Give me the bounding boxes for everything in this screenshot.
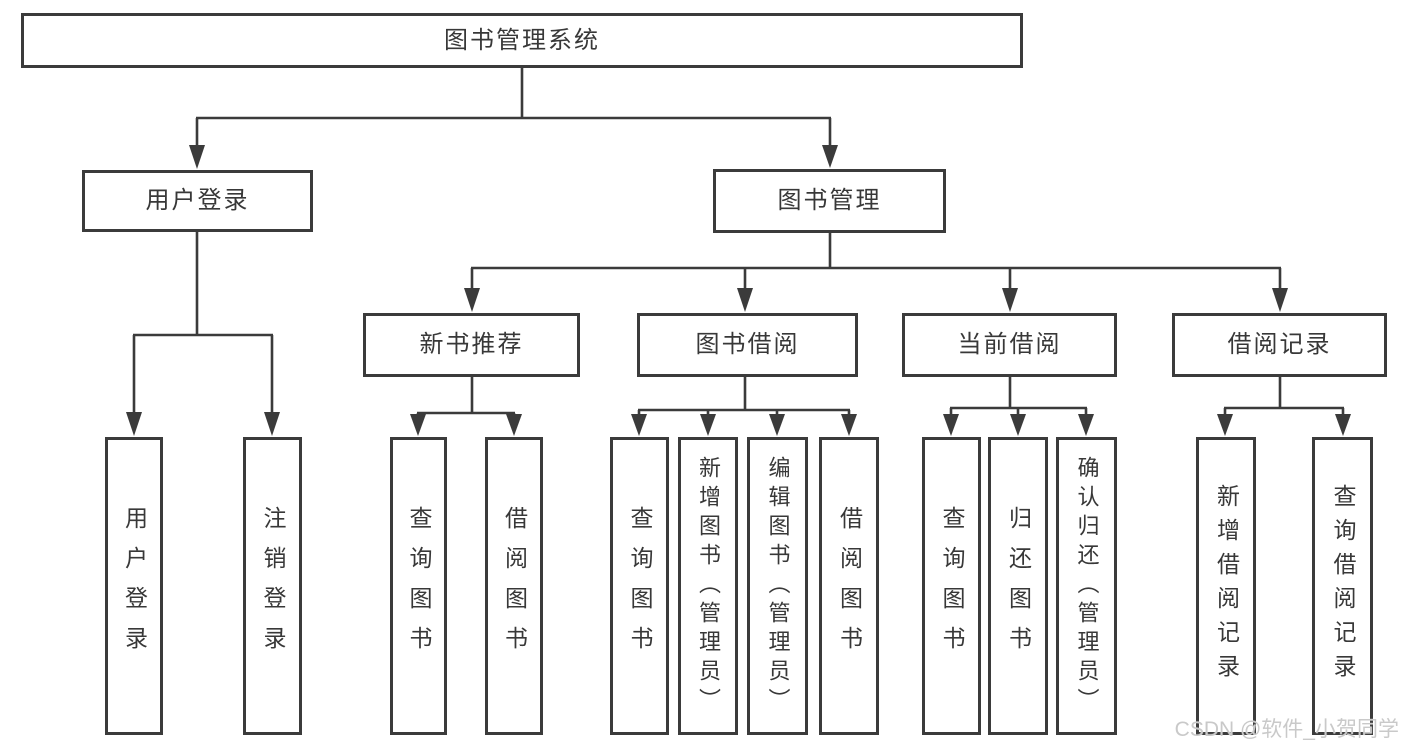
leaf-records-query-label: 查询借阅记录 [1330, 484, 1356, 688]
leaf-current-query-label: 查询图书 [939, 506, 965, 666]
leaf-records-add-label: 新增借阅记录 [1213, 484, 1240, 688]
leaf-borrowing-query: 查询图书 [610, 437, 669, 735]
node-root: 图书管理系统 [21, 13, 1023, 68]
node-book-management-label: 图书管理 [777, 187, 882, 214]
leaf-newbooks-borrow: 借阅图书 [485, 437, 543, 735]
node-book-borrowing: 图书借阅 [637, 313, 858, 377]
leaf-borrowing-add-admin-label: 新增图书（管理员） [696, 455, 721, 717]
node-current-borrowing-label: 当前借阅 [957, 331, 1062, 358]
leaf-newbooks-borrow-label: 借阅图书 [501, 506, 528, 666]
node-borrowing-records-label: 借阅记录 [1227, 331, 1332, 358]
leaf-borrowing-edit-admin-label: 编辑图书（管理员） [765, 455, 791, 717]
leaf-logout-label: 注销登录 [260, 506, 286, 666]
leaf-records-query: 查询借阅记录 [1312, 437, 1373, 735]
leaf-current-return: 归还图书 [988, 437, 1048, 735]
connector-records-to-leaves [1217, 377, 1351, 436]
leaf-logout: 注销登录 [243, 437, 302, 735]
connector-root-to-level2 [189, 68, 838, 169]
node-new-book-recommend-label: 新书推荐 [419, 331, 524, 358]
node-root-label: 图书管理系统 [444, 26, 600, 54]
leaf-borrowing-borrow-label: 借阅图书 [836, 506, 863, 666]
node-book-management: 图书管理 [713, 169, 946, 233]
leaf-current-confirm-return-admin-label: 确认归还（管理员） [1074, 455, 1100, 717]
connector-current-to-leaves [943, 377, 1094, 436]
node-user-login-label: 用户登录 [145, 187, 250, 214]
leaf-user-login: 用户登录 [105, 437, 163, 735]
leaf-current-query: 查询图书 [922, 437, 981, 735]
node-borrowing-records: 借阅记录 [1172, 313, 1387, 377]
leaf-borrowing-edit-admin: 编辑图书（管理员） [747, 437, 808, 735]
node-user-login: 用户登录 [82, 170, 313, 232]
connector-bookmgmt-to-level3 [464, 233, 1288, 312]
leaf-borrowing-add-admin: 新增图书（管理员） [678, 437, 738, 735]
leaf-user-login-label: 用户登录 [121, 506, 148, 666]
leaf-current-confirm-return-admin: 确认归还（管理员） [1056, 437, 1117, 735]
node-current-borrowing: 当前借阅 [902, 313, 1117, 377]
leaf-newbooks-query: 查询图书 [390, 437, 447, 735]
leaf-records-add: 新增借阅记录 [1196, 437, 1256, 735]
csdn-watermark: CSDN @软件_小贺同学 [1174, 718, 1399, 741]
node-new-book-recommend: 新书推荐 [363, 313, 580, 377]
connector-borrowing-to-leaves [631, 377, 857, 436]
connector-userlogin-to-leaves [126, 232, 280, 436]
node-book-borrowing-label: 图书借阅 [695, 331, 800, 358]
connector-newbooks-to-leaves [410, 377, 522, 436]
leaf-borrowing-borrow: 借阅图书 [819, 437, 879, 735]
leaf-current-return-label: 归还图书 [1005, 506, 1032, 666]
leaf-borrowing-query-label: 查询图书 [627, 506, 653, 666]
leaf-newbooks-query-label: 查询图书 [406, 506, 432, 666]
